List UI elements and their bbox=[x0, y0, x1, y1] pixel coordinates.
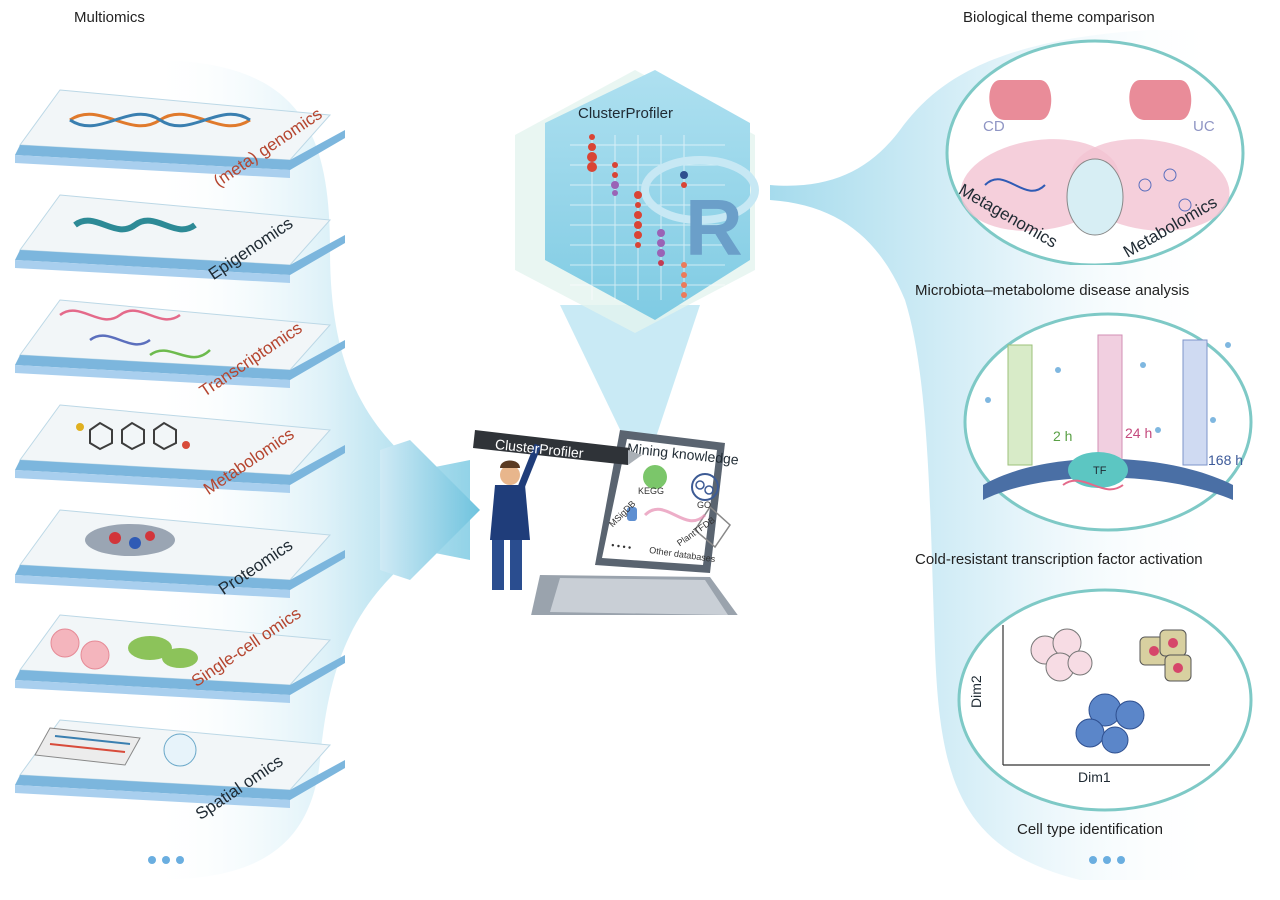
time-label-168h: 168 h bbox=[1208, 452, 1244, 468]
kegg-icon bbox=[643, 465, 667, 489]
section-title-biological-theme: Biological theme comparison bbox=[963, 9, 1155, 26]
omics-layer-6 bbox=[15, 614, 345, 703]
scientist-figure bbox=[473, 430, 642, 590]
multiomics-title: Multiomics bbox=[74, 9, 145, 26]
section-title-microbiota: Microbiota–metabolome disease analysis bbox=[915, 282, 1190, 299]
section-title-cell-type: Cell type identification bbox=[1017, 821, 1163, 838]
time-label-24h: 24 h bbox=[1125, 425, 1153, 441]
msigdb-icon bbox=[627, 507, 637, 521]
omics-layer-stack bbox=[15, 89, 345, 864]
cell-cluster-tan bbox=[1139, 629, 1192, 682]
panel-cell-type bbox=[957, 588, 1253, 812]
panel-biological-theme bbox=[945, 39, 1245, 265]
more-layers-dots bbox=[148, 856, 184, 864]
cell-cluster-pink bbox=[1030, 628, 1093, 682]
omics-layer-4 bbox=[15, 404, 345, 493]
omics-layer-7 bbox=[15, 719, 345, 808]
db-label-go: GO bbox=[697, 500, 712, 510]
omics-layer-2 bbox=[15, 194, 345, 283]
tf-label: TF bbox=[1093, 465, 1107, 477]
planttfdb-icon bbox=[694, 505, 731, 549]
axis-label-dim1: Dim1 bbox=[1078, 769, 1111, 785]
panel-microbiota bbox=[963, 312, 1253, 532]
more-panels-dots bbox=[1089, 856, 1125, 864]
laptop bbox=[531, 430, 738, 615]
dot-plot-dots bbox=[587, 134, 688, 298]
hexagon-title: ClusterProfiler bbox=[578, 105, 674, 122]
r-logo: R bbox=[685, 183, 743, 272]
database-icons bbox=[627, 465, 731, 549]
omics-layer-3 bbox=[15, 299, 345, 388]
omics-layer-5 bbox=[15, 509, 345, 598]
cell-cluster-blue bbox=[1075, 693, 1145, 754]
time-label-2h: 2 h bbox=[1053, 428, 1073, 444]
clusterprofiler-hexagon: R bbox=[515, 70, 759, 333]
label-cd: CD bbox=[983, 118, 1005, 135]
label-uc: UC bbox=[1193, 118, 1215, 135]
go-icon bbox=[691, 473, 719, 501]
axis-label-dim2: Dim2 bbox=[968, 675, 984, 708]
omics-layer-1 bbox=[15, 89, 345, 178]
section-title-cold-resistant: Cold-resistant transcription factor acti… bbox=[915, 551, 1203, 568]
db-label-kegg: KEGG bbox=[638, 486, 665, 496]
